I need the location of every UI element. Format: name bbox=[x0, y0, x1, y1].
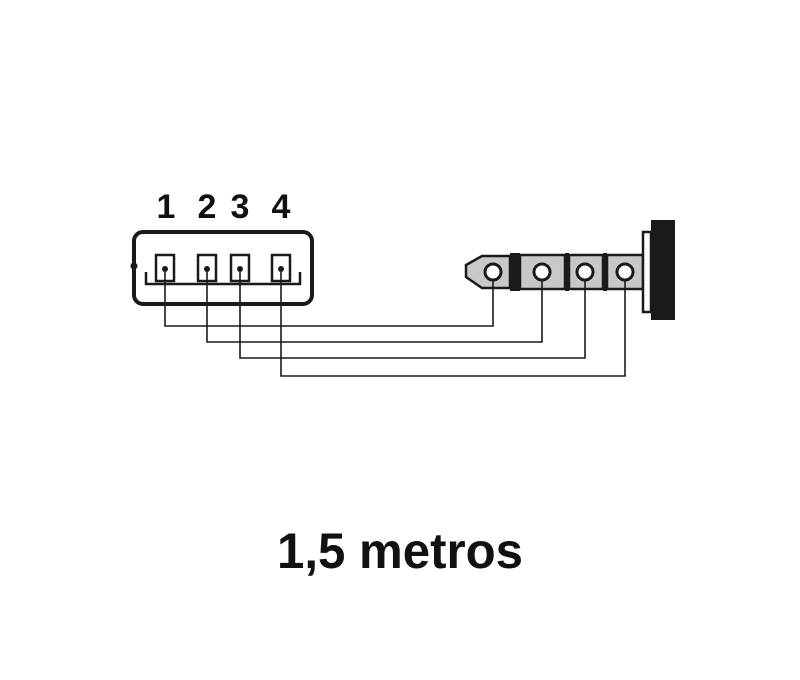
pin-number-3: 3 bbox=[231, 188, 250, 226]
wire-pin-1 bbox=[164, 272, 494, 327]
usb-connector-tongue bbox=[144, 272, 302, 286]
plug-contact-ring-2 bbox=[575, 262, 595, 282]
pin-number-2: 2 bbox=[198, 188, 217, 226]
plug-insulator-3 bbox=[603, 253, 607, 291]
plug-contact-ring-1 bbox=[532, 262, 552, 282]
usb-connector-shell bbox=[132, 230, 314, 306]
wire-pin-3 bbox=[239, 272, 586, 359]
usb-contact-dot-3 bbox=[237, 266, 243, 272]
plug-body bbox=[651, 220, 675, 320]
usb-contact-dot-1 bbox=[162, 266, 168, 272]
wires bbox=[164, 272, 626, 377]
plug-contact-tip bbox=[483, 262, 503, 282]
usb-shell-marker bbox=[130, 262, 138, 270]
pin-number-4: 4 bbox=[272, 188, 291, 226]
plug-insulator-1 bbox=[510, 253, 520, 291]
pin-number-1: 1 bbox=[157, 188, 176, 226]
cable-length-label: 1,5 metros bbox=[277, 523, 523, 579]
plug-collar bbox=[641, 230, 653, 314]
usb-connector bbox=[130, 230, 314, 306]
wire-pin-4 bbox=[280, 272, 626, 377]
wire-pin-2 bbox=[206, 272, 543, 343]
usb-contact-dot-2 bbox=[204, 266, 210, 272]
plug-insulator-2 bbox=[565, 253, 569, 291]
pin-numbers: 1 2 3 4 bbox=[157, 188, 291, 226]
trrs-plug bbox=[464, 220, 675, 320]
usb-contact-dot-4 bbox=[278, 266, 284, 272]
plug-contact-sleeve bbox=[615, 262, 635, 282]
